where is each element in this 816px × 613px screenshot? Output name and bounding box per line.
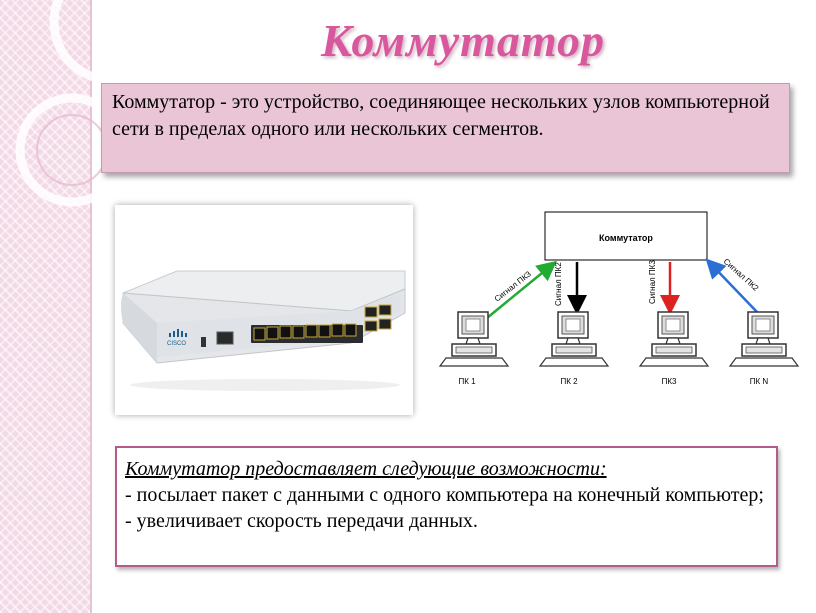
feature-item: - посылает пакет с данными с одного комп…: [125, 484, 764, 506]
features-box: Коммутатор предоставляет следующие возмо…: [115, 446, 778, 567]
signal-arrow-pcn: [705, 258, 758, 313]
pc-label-3: ПК3: [662, 377, 677, 386]
pc-label-2: ПК 2: [560, 377, 578, 386]
network-switch-image: CISCO: [121, 270, 406, 391]
ethernet-ports: [251, 323, 363, 343]
computer-icon: [439, 311, 509, 367]
cisco-label: CISCO: [167, 341, 186, 347]
computer-icon: [729, 311, 799, 367]
slide-title: Коммутатор: [320, 15, 606, 66]
signal-label-3: Сигнал ПК3: [648, 260, 657, 304]
cisco-logo-icon: CISCO: [167, 329, 187, 347]
switch-node-label: Коммутатор: [599, 233, 653, 243]
switch-node: [544, 211, 708, 261]
switch-photo: CISCO: [115, 205, 413, 415]
uplink-ports: [364, 304, 392, 332]
pc-label-1: ПК 1: [458, 377, 476, 386]
signal-arrow-pc1: [486, 260, 557, 319]
computer-icon: [639, 311, 709, 367]
side-band-edge: [90, 0, 92, 613]
definition-box: Коммутатор - это устройство, соединяющее…: [101, 83, 790, 173]
feature-item: - увеличивает скорость передачи данных.: [125, 510, 478, 532]
signal-label-4: Сигнал ПК2: [722, 257, 761, 293]
computer-icon: [539, 311, 609, 367]
switch-network-diagram: Коммутатор Сигнал ПК3 Сигнал ПК2 Сигнал …: [439, 211, 799, 386]
features-heading: Коммутатор предоставляет следующие возмо…: [125, 458, 607, 480]
signal-label-2: Сигнал ПК2: [554, 262, 563, 306]
pc-label-n: ПК N: [750, 377, 769, 386]
